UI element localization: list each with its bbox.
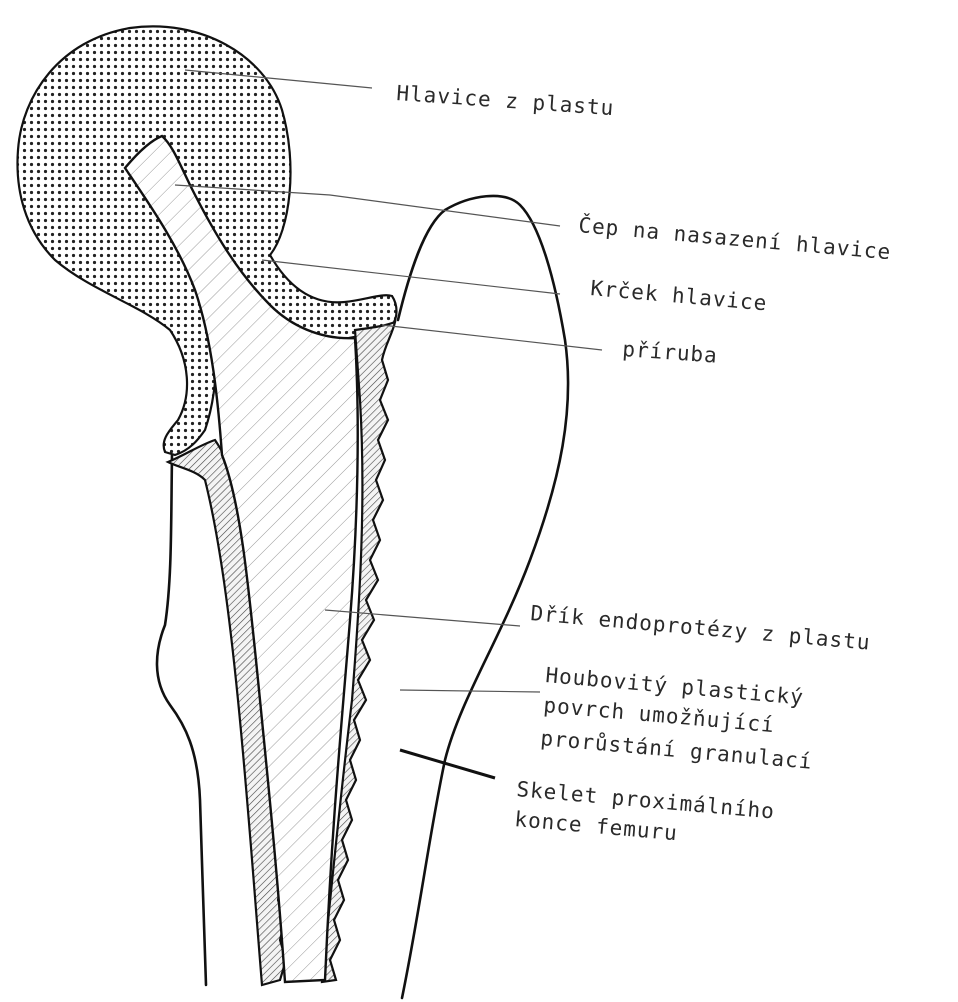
femur-outline-left: [157, 455, 206, 985]
label-neck: Krček hlavice: [590, 276, 769, 315]
leader-stem: [325, 610, 520, 626]
label-stem: Dřík endoprotézy z plastu: [530, 601, 872, 655]
label-pin: Čep na nasazení hlavice: [578, 212, 893, 264]
femur-outline-right: [398, 196, 568, 998]
label-flange: příruba: [622, 337, 719, 368]
leader-neck: [262, 260, 560, 294]
label-head: Hlavice z plastu: [396, 81, 615, 120]
leader-flange: [382, 325, 602, 350]
